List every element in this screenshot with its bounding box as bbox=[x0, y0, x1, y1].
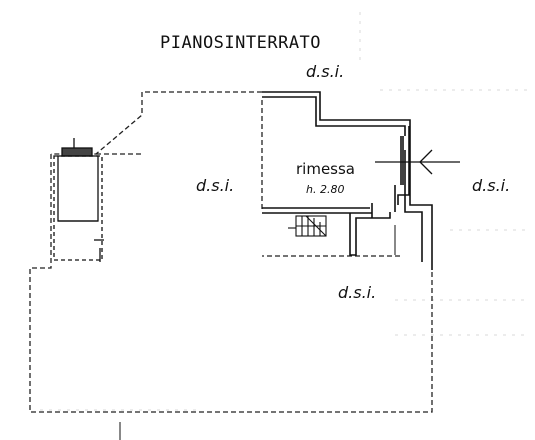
left-block bbox=[53, 138, 104, 262]
room-name: rimessa bbox=[296, 160, 355, 178]
entrance-arrow bbox=[375, 149, 460, 175]
label-dsi-top: d.s.i. bbox=[306, 62, 345, 81]
dashed-boundary bbox=[29, 91, 433, 413]
label-dsi-bottom: d.s.i. bbox=[338, 283, 377, 302]
rimessa-walls bbox=[262, 91, 433, 270]
room-height: h. 2.80 bbox=[306, 183, 345, 196]
staircase bbox=[288, 215, 327, 237]
label-dsi-left: d.s.i. bbox=[196, 176, 235, 195]
faint-ruling bbox=[40, 12, 530, 411]
small-marks bbox=[119, 225, 396, 440]
label-dsi-right: d.s.i. bbox=[472, 176, 511, 195]
plan-title: PIANOSINTERRATO bbox=[160, 33, 322, 53]
